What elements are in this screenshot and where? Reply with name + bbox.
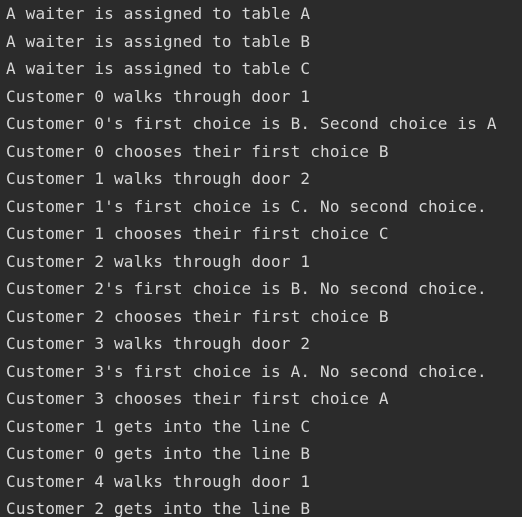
console-line: Customer 2 chooses their first choice B — [6, 306, 389, 326]
console-line: Customer 0 chooses their first choice B — [6, 141, 389, 161]
console-line: Customer 1's first choice is C. No secon… — [6, 196, 487, 216]
console-line: Customer 2 gets into the line B — [6, 499, 311, 517]
console-line: A waiter is assigned to table A — [6, 4, 311, 23]
console-line: Customer 0 gets into the line B — [6, 444, 311, 463]
console-line: A waiter is assigned to table C — [6, 59, 311, 78]
console-line: Customer 3's first choice is A. No secon… — [6, 361, 487, 381]
console-line: Customer 2's first choice is B. No secon… — [6, 279, 487, 298]
console-line: Customer 1 chooses their first choice C — [6, 224, 389, 243]
console-line: Customer 4 walks through door 1 — [6, 471, 311, 491]
console-line: Customer 3 walks through door 2 — [6, 334, 311, 353]
console-line: Customer 0's first choice is B. Second c… — [6, 114, 497, 133]
console-line: Customer 2 walks through door 1 — [6, 251, 311, 271]
console-line: Customer 1 gets into the line C — [6, 416, 311, 436]
console-line: Customer 0 walks through door 1 — [6, 86, 311, 106]
console-line: Customer 1 walks through door 2 — [6, 169, 311, 188]
console-line: A waiter is assigned to table B — [6, 31, 311, 51]
console-line: Customer 3 chooses their first choice A — [6, 389, 389, 408]
